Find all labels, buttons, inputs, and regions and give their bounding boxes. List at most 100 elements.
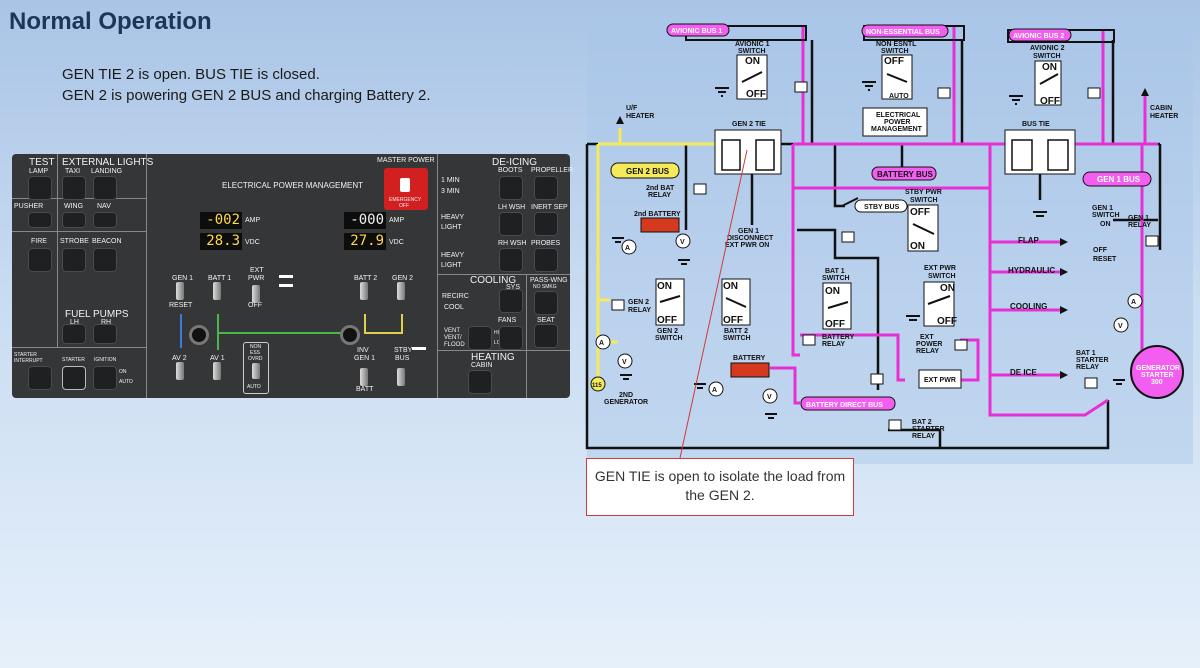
boots-button[interactable] — [499, 176, 523, 200]
battery-icon — [730, 362, 770, 378]
stby-pwr-switch-label: STBY PWR — [905, 189, 942, 196]
gen2-switch-label-2: SWITCH — [655, 335, 683, 342]
non-ess-ovrd-guard[interactable]: NON ESS OVRD AUTO — [243, 342, 269, 394]
inert-sep-button[interactable] — [534, 212, 558, 236]
gen2-switch[interactable] — [397, 282, 405, 300]
inert-sep-label: INERT SEP — [531, 204, 568, 211]
panel-divider — [57, 154, 58, 347]
callout-box: GEN TIE is open to isolate the load from… — [586, 458, 854, 516]
propeller-button[interactable] — [534, 176, 558, 200]
generator-starter-label: GENERATOR — [1136, 365, 1180, 372]
avionic1-switch-label-2: SWITCH — [738, 48, 766, 55]
stby-pwr-off: OFF — [910, 207, 930, 218]
non-ess-auto-label: AUTO — [247, 384, 261, 390]
gen1-disconnect-label-3: EXT PWR ON — [725, 242, 769, 249]
epm-label: ELECTRICAL POWER MANAGEMENT — [222, 181, 364, 190]
uf-heater-label-2: HEATER — [626, 113, 654, 120]
rotary-knob[interactable] — [189, 325, 209, 345]
wing-light-button[interactable] — [62, 212, 86, 228]
fuel-lh-label: LH — [70, 319, 79, 326]
fire-button[interactable] — [28, 248, 52, 272]
stby-bus-label: STBY BUS — [864, 204, 900, 211]
pusher-button[interactable] — [28, 212, 52, 228]
min1-label: 1 MIN — [441, 177, 460, 184]
meter-v: V — [680, 239, 685, 246]
fans-button[interactable] — [499, 326, 523, 350]
landing-label: LANDING — [91, 168, 123, 175]
meter-a: A — [712, 387, 717, 394]
pass-wng-button[interactable] — [534, 291, 558, 315]
vent-button[interactable] — [468, 326, 492, 350]
batt1-switch[interactable] — [213, 282, 221, 300]
amp-unit-1: AMP — [245, 217, 261, 224]
av1-switch[interactable] — [213, 362, 221, 380]
lh-wsh-button[interactable] — [499, 212, 523, 236]
inv-gen1-switch[interactable] — [360, 368, 368, 386]
de-icing-label: DE-ICING — [492, 157, 537, 168]
stby-bus-switch[interactable] — [397, 368, 405, 386]
ext-pwr-switch[interactable] — [252, 285, 260, 303]
non-ess-switch[interactable] — [252, 363, 260, 379]
av2-switch[interactable] — [176, 362, 184, 380]
gen-2-bus-pill — [610, 162, 680, 179]
gen1-disconnect-label: GEN 1 — [738, 228, 759, 235]
nav-light-button[interactable] — [93, 212, 117, 228]
rotary-knob[interactable] — [340, 325, 360, 345]
cabin-heating-button[interactable] — [468, 370, 492, 394]
bat2-starter-relay-label-3: RELAY — [912, 433, 935, 440]
avionic-bus-1-label: AVIONIC BUS 1 — [671, 28, 722, 35]
gen-1-bus-pill — [1082, 171, 1152, 187]
vdc-display-2: 27.9 — [344, 233, 386, 250]
starter-button[interactable] — [62, 366, 86, 390]
seat-button[interactable] — [534, 324, 558, 348]
gen1-switch[interactable] — [176, 282, 184, 300]
landing-light-button[interactable] — [93, 176, 117, 200]
taxi-light-button[interactable] — [62, 176, 86, 200]
cooling-label: COOLING — [470, 275, 517, 286]
starter-interrupt-button[interactable] — [28, 366, 52, 390]
taxi-label: TAXI — [65, 168, 81, 175]
rh-wsh-button[interactable] — [499, 248, 523, 272]
emergency-off-button[interactable]: EMERGENCY OFF — [384, 168, 428, 210]
light-label: LIGHT — [441, 224, 462, 231]
gen1-switch-reset: RESET — [1093, 256, 1117, 263]
avionic2-switch-label-2: SWITCH — [1033, 53, 1061, 60]
probes-button[interactable] — [534, 248, 558, 272]
test-lamp-button[interactable] — [28, 176, 52, 200]
gen2-switch-off: OFF — [657, 315, 677, 326]
fuel-pump-lh-button[interactable] — [62, 324, 86, 344]
cooling-sys-button[interactable] — [499, 289, 523, 313]
avionic-bus-1-pill — [666, 23, 730, 37]
panel-divider — [12, 231, 146, 232]
non-esntl-off: OFF — [884, 56, 904, 67]
gen1-relay-label-2: RELAY — [1128, 222, 1151, 229]
gen2-switch-label: GEN 2 — [657, 328, 678, 335]
strobe-label: STROBE — [60, 238, 89, 245]
vent-label: VENT — [444, 328, 461, 334]
switch-boxes — [655, 54, 1076, 389]
fuel-pumps-label: FUEL PUMPS — [65, 309, 129, 320]
bat1-switch-label: BAT 1 — [825, 268, 845, 275]
second-bat-relay-label: 2nd BAT — [646, 185, 675, 192]
generator-starter-label-2: STARTER — [1141, 372, 1174, 379]
ignition-button[interactable] — [93, 366, 117, 390]
gen1-switch-label-2: SWITCH — [1092, 212, 1120, 219]
non-label: NON — [250, 344, 262, 350]
avionic2-off: OFF — [1040, 96, 1060, 107]
hydraulic-label: HYDRAULIC — [1008, 266, 1055, 275]
probes-label: PROBES — [531, 240, 561, 247]
starter-button-label: STARTER — [62, 357, 85, 363]
arrow-up-icon — [616, 116, 624, 124]
beacon-light-button[interactable] — [93, 248, 117, 272]
cool-label: COOL — [444, 304, 464, 311]
strobe-light-button[interactable] — [62, 248, 86, 272]
gen-1-bus-label: GEN 1 BUS — [1097, 175, 1141, 184]
fans-label: FANS — [498, 317, 517, 324]
panel-wire — [180, 314, 182, 348]
batt2-switch[interactable] — [360, 282, 368, 300]
non-esntl-switch-label: NON ESNTL — [876, 41, 917, 48]
meter-v: V — [622, 359, 627, 366]
fuel-pump-rh-button[interactable] — [93, 324, 117, 344]
gen2-relay-label: GEN 2 — [628, 299, 649, 306]
panel-divider — [146, 154, 147, 398]
